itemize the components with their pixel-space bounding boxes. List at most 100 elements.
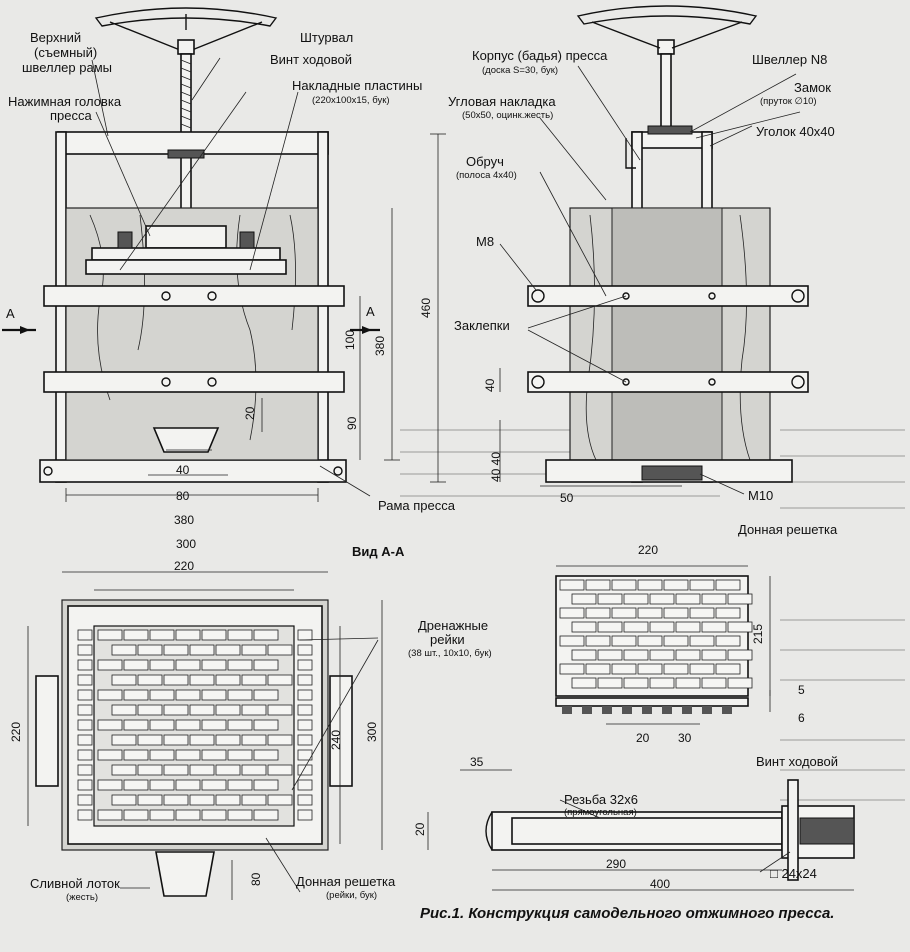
drain-slat — [111, 704, 137, 716]
label-obruch: Обруч — [466, 154, 504, 169]
dim-240: 240 — [329, 730, 343, 750]
dim-30: 30 — [678, 731, 692, 745]
label-korpus-sub: (доска S=30, бук) — [482, 65, 558, 76]
grate-slat — [623, 593, 649, 605]
drain-slat — [111, 764, 137, 776]
drain-slat — [149, 629, 175, 641]
drain-slat — [253, 779, 279, 791]
side-slat — [77, 794, 93, 806]
dim-50: 50 — [560, 491, 574, 505]
side-slat — [297, 704, 313, 716]
drain-slat — [123, 689, 149, 701]
grate-slat — [637, 663, 663, 675]
grate-slat — [597, 677, 623, 689]
side-slat — [297, 689, 313, 701]
drain-slat — [163, 794, 189, 806]
label-section-a-left: А — [6, 306, 15, 321]
drain-slat — [253, 749, 279, 761]
side-hoop-upper — [527, 285, 809, 307]
label-shveller-n8: Швеллер N8 — [752, 52, 827, 67]
drain-slat — [111, 734, 137, 746]
side-slat — [77, 719, 93, 731]
drain-slat — [149, 809, 175, 821]
label-slivnoy-lotok-sub: (жесть) — [66, 892, 98, 903]
dim-80-front: 80 — [176, 489, 190, 503]
grate-edge-slat — [662, 706, 672, 714]
grate-slat — [675, 593, 701, 605]
grate-slat — [715, 607, 741, 619]
label-nakladnye-plastiny-sub: (220х100х15, бук) — [312, 95, 390, 106]
grate-slat — [727, 677, 753, 689]
dim-220-vertical: 220 — [9, 722, 23, 742]
grate-edge-slat — [702, 706, 712, 714]
grate-slat — [675, 677, 701, 689]
front-dimensions — [65, 133, 446, 502]
grate-slat — [559, 607, 585, 619]
grate-slat — [663, 635, 689, 647]
side-slat — [297, 764, 313, 776]
side-slat — [77, 764, 93, 776]
grate-slat — [701, 677, 727, 689]
drain-slat — [97, 749, 123, 761]
label-donnaya-reshetka: Донная решетка — [296, 874, 396, 889]
label-section-a-right: А — [366, 304, 375, 319]
drain-slat — [241, 644, 267, 656]
dim-40-side: 40 — [483, 378, 497, 392]
side-slat — [77, 734, 93, 746]
grate-slat — [597, 593, 623, 605]
label-drenazhnye: Дренажные — [418, 618, 488, 633]
label-m10: М10 — [748, 488, 773, 503]
spout-front — [152, 427, 220, 453]
drain-slat — [201, 719, 227, 731]
grate-slat — [611, 607, 637, 619]
drain-slat — [227, 809, 253, 821]
label-reyki: рейки — [430, 632, 465, 647]
side-slat — [77, 809, 93, 821]
drain-slat — [137, 674, 163, 686]
drain-slat — [189, 734, 215, 746]
grate-slat — [597, 649, 623, 661]
drain-slat — [137, 704, 163, 716]
drain-slat — [97, 629, 123, 641]
side-slat — [297, 809, 313, 821]
grate-slat — [715, 635, 741, 647]
drain-slat — [267, 644, 293, 656]
drain-slat — [123, 779, 149, 791]
grate-slat — [623, 649, 649, 661]
dim-20-front: 20 — [243, 406, 257, 420]
dim-100: 100 — [343, 330, 357, 350]
drain-slat — [253, 719, 279, 731]
drain-slat — [97, 809, 123, 821]
side-slat — [77, 704, 93, 716]
side-slat — [297, 629, 313, 641]
drain-slat — [123, 719, 149, 731]
label-vint-khodovoy: Винт ходовой — [270, 52, 352, 67]
grate-slat — [715, 579, 741, 591]
label-zamok: Замок — [794, 80, 831, 95]
label-nakladnye-plastiny: Накладные пластины — [292, 78, 422, 93]
drain-slat — [175, 779, 201, 791]
label-zaklepki: Заклепки — [454, 318, 510, 333]
dim-35: 35 — [470, 755, 484, 769]
drain-slat — [215, 644, 241, 656]
figure-caption: Рис.1. Конструкция самодельного отжимног… — [420, 905, 834, 922]
grate-slat — [571, 621, 597, 633]
label-rama-pressa: Рама пресса — [378, 498, 456, 513]
view-aa — [27, 571, 383, 900]
drain-slat — [215, 734, 241, 746]
drain-slat — [253, 629, 279, 641]
grate-slat — [637, 579, 663, 591]
section-a-marks — [2, 326, 380, 334]
grate-slat — [727, 621, 753, 633]
grate-slat — [701, 621, 727, 633]
grate-slat — [727, 593, 753, 605]
side-leader-lines — [499, 65, 801, 495]
grate-slat — [689, 607, 715, 619]
front-leader-lines — [91, 57, 371, 497]
label-ugolok: Уголок 40х40 — [756, 124, 835, 139]
drain-slat — [149, 779, 175, 791]
dim-220-aa: 220 — [174, 559, 194, 573]
label-shturval: Штурвал — [300, 30, 353, 45]
drain-slat — [163, 644, 189, 656]
drain-slat — [175, 629, 201, 641]
